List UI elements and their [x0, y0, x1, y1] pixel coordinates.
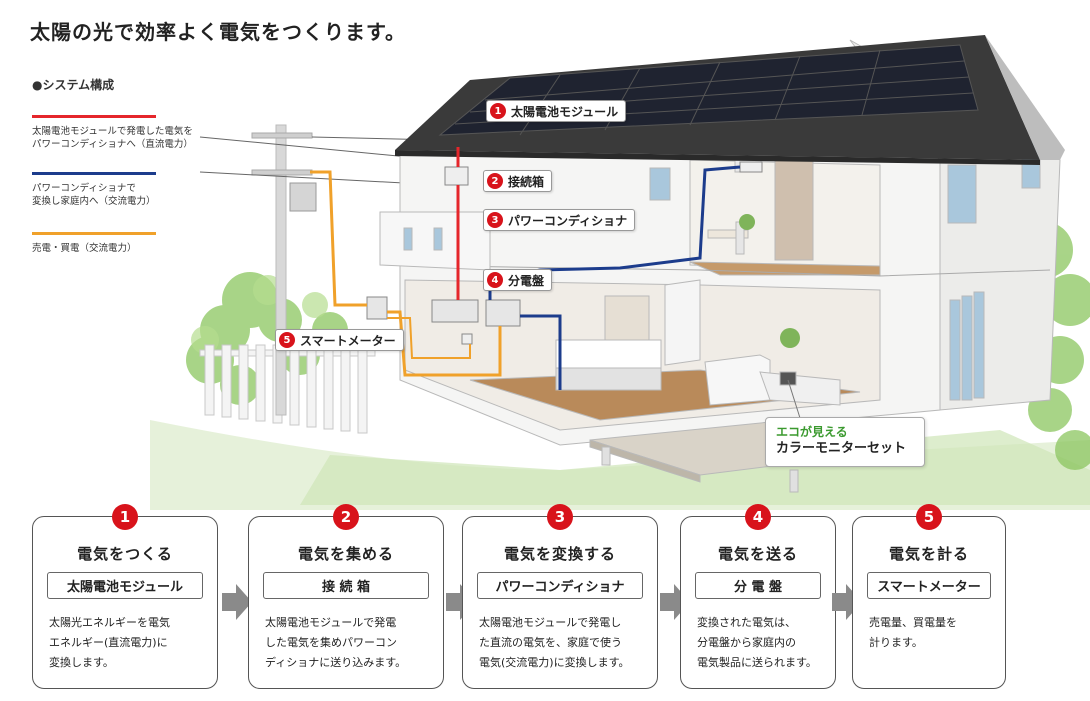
step-device: 分 電 盤 [695, 572, 821, 599]
legend-item-sell-buy: 売電・買電（交流電力） [32, 232, 262, 255]
step-title: 電気を変換する [503, 545, 616, 563]
step-number: 4 [745, 504, 771, 530]
step-title: 電気を送る [717, 545, 798, 563]
flow-arrow-icon [660, 584, 690, 620]
legend-item-dc: 太陽電池モジュールで発電した電気を パワーコンディショナへ（直流電力） [32, 115, 262, 151]
legend-text: 売電・買電（交流電力） [32, 243, 137, 254]
step-number: 3 [547, 504, 573, 530]
step-card-1: 1 電気をつくる 太陽電池モジュール 太陽光エネルギーを電気 エネルギー(直流電… [32, 504, 218, 689]
system-heading: ●システム構成 [32, 78, 115, 92]
tag-label: 分電盤 [508, 273, 545, 288]
monitor-subtitle: エコが見える [776, 425, 848, 439]
step-device: パワーコンディショナ [477, 572, 643, 599]
step-card-5: 5 電気を計る スマートメーター 売電量、買電量を 計ります。 [852, 504, 1006, 689]
flow-arrow-icon [446, 584, 476, 620]
tag-number: 3 [487, 212, 503, 228]
legend-line-red [32, 115, 156, 118]
monitor-callout: エコが見える カラーモニターセット [765, 417, 925, 467]
tag-number: 2 [487, 173, 503, 189]
tag-solar-module: 1 太陽電池モジュール [486, 100, 627, 122]
step-description: 太陽電池モジュールで発電し た直流の電気を、家庭で使う 電気(交流電力)に変換し… [479, 616, 630, 669]
step-card-3: 3 電気を変換する パワーコンディショナ 太陽電池モジュールで発電し た直流の電… [462, 504, 658, 689]
step-description: 変換された電気は、 分電盤から家庭内の 電気製品に送られます。 [697, 616, 817, 669]
tag-label: 接続箱 [508, 174, 545, 189]
step-device: 接 続 箱 [263, 572, 429, 599]
step-device: 太陽電池モジュール [47, 572, 203, 599]
step-title: 電気を計る [888, 545, 969, 563]
page-title: 太陽の光で効率よく電気をつくります。 [30, 20, 406, 44]
tag-label: 太陽電池モジュール [511, 104, 619, 119]
legend-line-blue [32, 172, 156, 175]
step-description: 太陽電池モジュールで発電 した電気を集めパワーコン ディショナに送り込みます。 [265, 616, 407, 669]
step-description: 売電量、買電量を 計ります。 [869, 616, 957, 649]
legend-item-ac: パワーコンディショナで 変換し家庭内へ（交流電力） [32, 172, 262, 208]
step-title: 電気を集める [297, 545, 394, 563]
flow-arrow-icon [832, 584, 862, 620]
tag-number: 1 [490, 103, 506, 119]
step-title: 電気をつくる [77, 545, 173, 563]
tag-smart-meter: 5 スマートメーター [275, 329, 404, 351]
step-card-4: 4 電気を送る 分 電 盤 変換された電気は、 分電盤から家庭内の 電気製品に送… [680, 504, 836, 689]
tag-number: 5 [279, 332, 295, 348]
tag-label: スマートメーター [300, 333, 396, 348]
legend-text: 太陽電池モジュールで発電した電気を パワーコンディショナへ（直流電力） [32, 126, 193, 150]
tag-power-conditioner: 3 パワーコンディショナ [483, 209, 636, 231]
step-description: 太陽光エネルギーを電気 エネルギー(直流電力)に 変換します。 [49, 616, 170, 669]
step-card-2: 2 電気を集める 接 続 箱 太陽電池モジュールで発電 した電気を集めパワーコン… [248, 504, 444, 689]
tag-number: 4 [487, 272, 503, 288]
legend-line-orange [32, 232, 156, 235]
tag-junction-box: 2 接続箱 [483, 170, 553, 192]
step-number: 2 [333, 504, 359, 530]
tag-label: パワーコンディショナ [508, 213, 628, 228]
legend-text: パワーコンディショナで 変換し家庭内へ（交流電力） [32, 183, 156, 207]
step-number: 5 [916, 504, 942, 530]
step-number: 1 [112, 504, 138, 530]
tag-distribution-board: 4 分電盤 [483, 269, 553, 291]
monitor-title: カラーモニターセット [776, 441, 907, 456]
flow-arrow-icon [222, 584, 252, 620]
step-device: スマートメーター [867, 572, 991, 599]
